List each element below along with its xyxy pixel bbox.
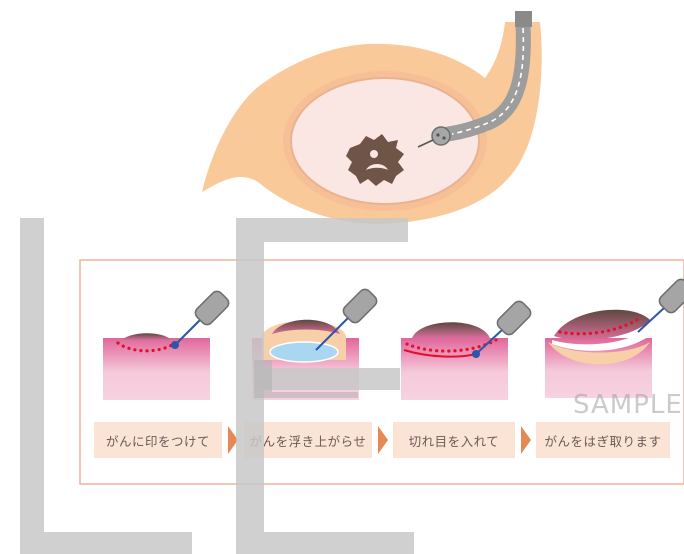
watermark-bar-right-bottom bbox=[236, 532, 414, 554]
watermark-bar-middle bbox=[264, 368, 400, 390]
watermark-bar-left-vertical bbox=[20, 218, 44, 554]
sample-watermark: SAMPLE bbox=[573, 390, 683, 420]
watermark-smudge-2 bbox=[262, 392, 358, 398]
watermark-bar-left-bottom bbox=[20, 532, 192, 554]
